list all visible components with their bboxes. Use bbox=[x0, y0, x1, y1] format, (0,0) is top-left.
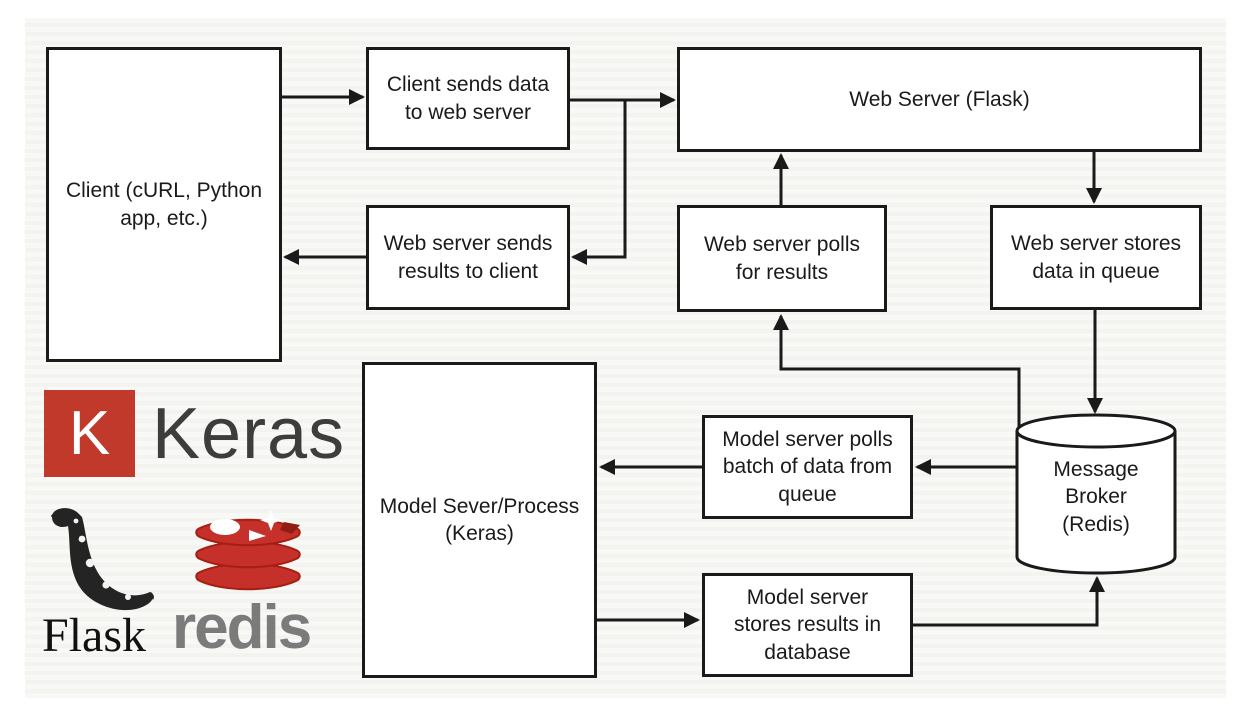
keras-logo-icon: K bbox=[44, 390, 135, 477]
node-client-sends-data: Client sends data to web server bbox=[366, 47, 570, 150]
message-broker-cylinder bbox=[1015, 413, 1177, 575]
node-web-server-stores-queue-label: Web server stores data in queue bbox=[1011, 232, 1181, 283]
keras-wordmark: Keras bbox=[152, 392, 345, 476]
node-model-server-polls-batch-label: Model server polls batch of data from qu… bbox=[722, 428, 893, 506]
node-model-server-process-label: Model Sever/Process (Keras) bbox=[379, 494, 580, 545]
node-web-server-stores-queue: Web server stores data in queue bbox=[990, 205, 1202, 310]
flask-logo-icon bbox=[50, 508, 154, 611]
keras-logo-letter: K bbox=[68, 399, 111, 468]
arrow-storedb-to-broker bbox=[913, 576, 1105, 627]
node-client-sends-data-label: Client sends data to web server bbox=[386, 73, 550, 124]
redis-wordmark: redis bbox=[172, 592, 312, 663]
redis-wordmark-text: redis bbox=[172, 593, 312, 662]
node-model-server-process: Model Sever/Process (Keras) bbox=[362, 362, 597, 678]
flask-wordmark-text: Flask bbox=[42, 609, 147, 662]
node-client-label: Client (cURL, Python app, etc.) bbox=[65, 179, 263, 230]
node-web-server-sends-results-label: Web server sends results to client bbox=[383, 232, 553, 283]
node-web-server-flask: Web Server (Flask) bbox=[677, 47, 1202, 152]
node-message-broker: Message Broker (Redis) bbox=[1020, 438, 1172, 556]
node-model-server-stores-db: Model server stores results in database bbox=[702, 573, 913, 677]
arrow-branch-to-results bbox=[571, 100, 627, 265]
flask-wordmark: Flask bbox=[42, 608, 146, 663]
node-web-server-polls: Web server polls for results bbox=[677, 205, 887, 312]
node-client: Client (cURL, Python app, etc.) bbox=[46, 47, 282, 362]
node-model-server-stores-db-label: Model server stores results in database bbox=[733, 586, 882, 664]
arrow-broker-to-polls bbox=[773, 314, 1021, 435]
redis-logo-icon bbox=[195, 510, 301, 591]
node-web-server-polls-label: Web server polls for results bbox=[703, 233, 860, 284]
node-model-server-polls-batch: Model server polls batch of data from qu… bbox=[702, 415, 913, 519]
node-web-server-flask-label: Web Server (Flask) bbox=[849, 87, 1030, 111]
node-web-server-sends-results: Web server sends results to client bbox=[366, 205, 570, 310]
keras-wordmark-text: Keras bbox=[152, 394, 346, 474]
node-message-broker-label: Message Broker (Redis) bbox=[1053, 458, 1139, 536]
